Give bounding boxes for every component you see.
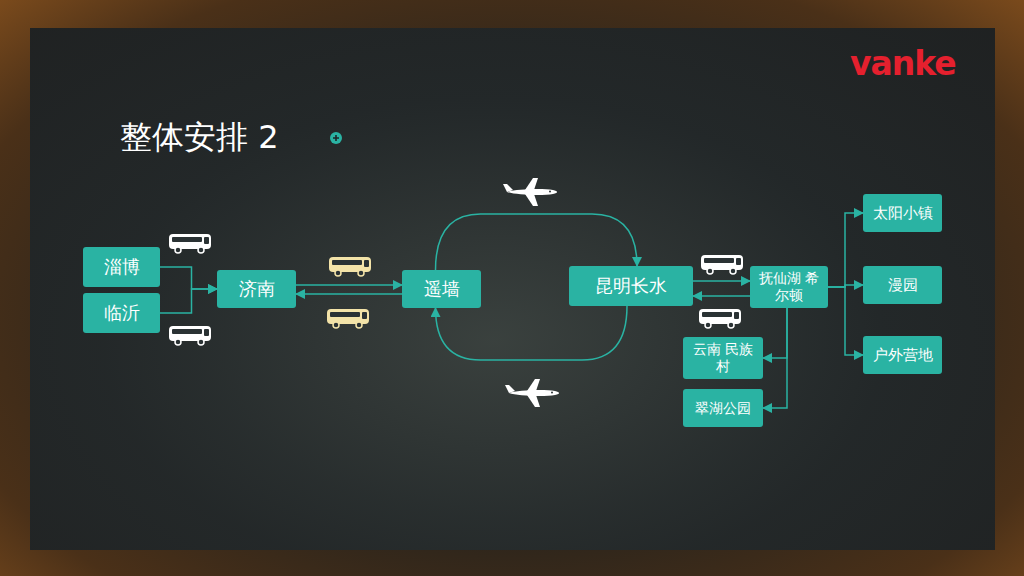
place-box: 昆明长水 <box>569 266 693 306</box>
route-arrow <box>296 284 402 286</box>
place-name: 云南 民族村 <box>690 341 756 375</box>
bus-icon <box>699 309 741 328</box>
bus-icon <box>701 255 743 274</box>
route-arrow <box>828 213 863 287</box>
place-name: 翠湖公园 <box>695 400 751 417</box>
plane-icon <box>503 178 557 206</box>
place-name: 抚仙湖 希尔顿 <box>757 270 821 304</box>
place-box: 太阳小镇 <box>863 194 942 232</box>
route-arrow <box>160 267 217 289</box>
place-box: 翠湖公园 <box>683 389 763 427</box>
place-box: 淄博 <box>83 247 160 287</box>
place-name: 遥墙 <box>424 278 460 300</box>
slide-title: 整体安排 2 <box>120 116 279 160</box>
bus-icon <box>329 257 371 276</box>
place-box: 户外营地 <box>863 336 942 374</box>
place-box: 临沂 <box>83 293 160 333</box>
route-arrow <box>693 280 750 282</box>
plane-icon <box>505 379 559 407</box>
route-arrow <box>763 308 787 408</box>
bus-icon <box>327 309 369 328</box>
route-arrow <box>436 306 628 360</box>
route-arrow <box>160 289 217 313</box>
place-name: 淄博 <box>104 256 140 278</box>
place-box: 漫园 <box>863 266 942 304</box>
place-name: 太阳小镇 <box>873 204 933 222</box>
route-arrow <box>296 293 402 295</box>
bus-icon <box>169 234 211 253</box>
plus-icon-mark <box>333 135 339 141</box>
route-arrow <box>763 308 787 358</box>
brand-logo: vanke <box>850 44 956 83</box>
route-arrow <box>693 295 750 297</box>
plus-icon <box>330 132 342 144</box>
place-name: 昆明长水 <box>595 275 667 297</box>
place-name: 户外营地 <box>873 346 933 364</box>
route-arrow <box>828 287 863 355</box>
route-arrow <box>436 214 638 270</box>
place-name: 临沂 <box>104 302 140 324</box>
place-name: 济南 <box>239 278 275 300</box>
dark-panel <box>30 28 995 550</box>
place-box: 遥墙 <box>402 270 481 308</box>
bus-icon <box>169 326 211 345</box>
place-name: 漫园 <box>888 276 918 294</box>
place-box: 云南 民族村 <box>683 337 763 379</box>
place-box: 济南 <box>217 270 296 308</box>
place-box: 抚仙湖 希尔顿 <box>750 266 828 308</box>
